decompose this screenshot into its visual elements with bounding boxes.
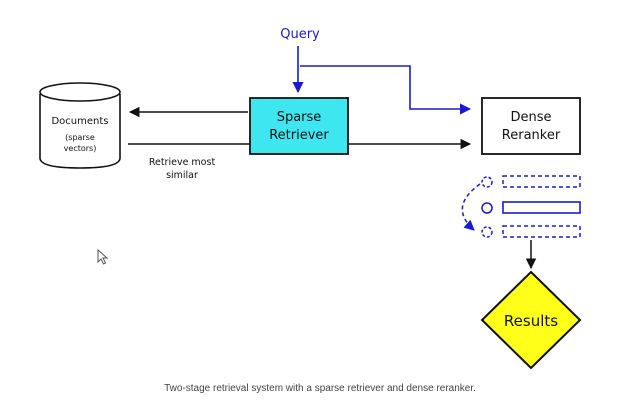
query-to-reranker-arrow	[300, 65, 472, 115]
documents-database-icon	[39, 82, 121, 169]
results-diamond	[480, 270, 582, 370]
sparse-retriever-box	[249, 97, 349, 155]
documents-subtitle-line1: (sparse	[65, 133, 95, 142]
dense-reranker-label-line2: Reranker	[502, 128, 561, 143]
results-label: Results	[504, 312, 558, 330]
query-label: Query	[280, 27, 320, 42]
sparse-retriever-label-line1: Sparse	[277, 110, 322, 125]
sparse-retriever-label-line2: Retriever	[269, 128, 329, 143]
dense-reranker-label-line1: Dense	[510, 110, 551, 125]
mouse-pointer-icon	[97, 249, 109, 265]
retrieve-label-line2: similar	[166, 170, 198, 181]
rerank-list-icon	[461, 175, 581, 238]
figure-caption: Two-stage retrieval system with a sparse…	[164, 383, 476, 394]
retrieve-label-line1: Retrieve most	[149, 157, 216, 168]
documents-subtitle-line2: vectors)	[64, 144, 97, 153]
dense-reranker-box	[481, 97, 581, 155]
documents-title: Documents	[51, 116, 108, 127]
